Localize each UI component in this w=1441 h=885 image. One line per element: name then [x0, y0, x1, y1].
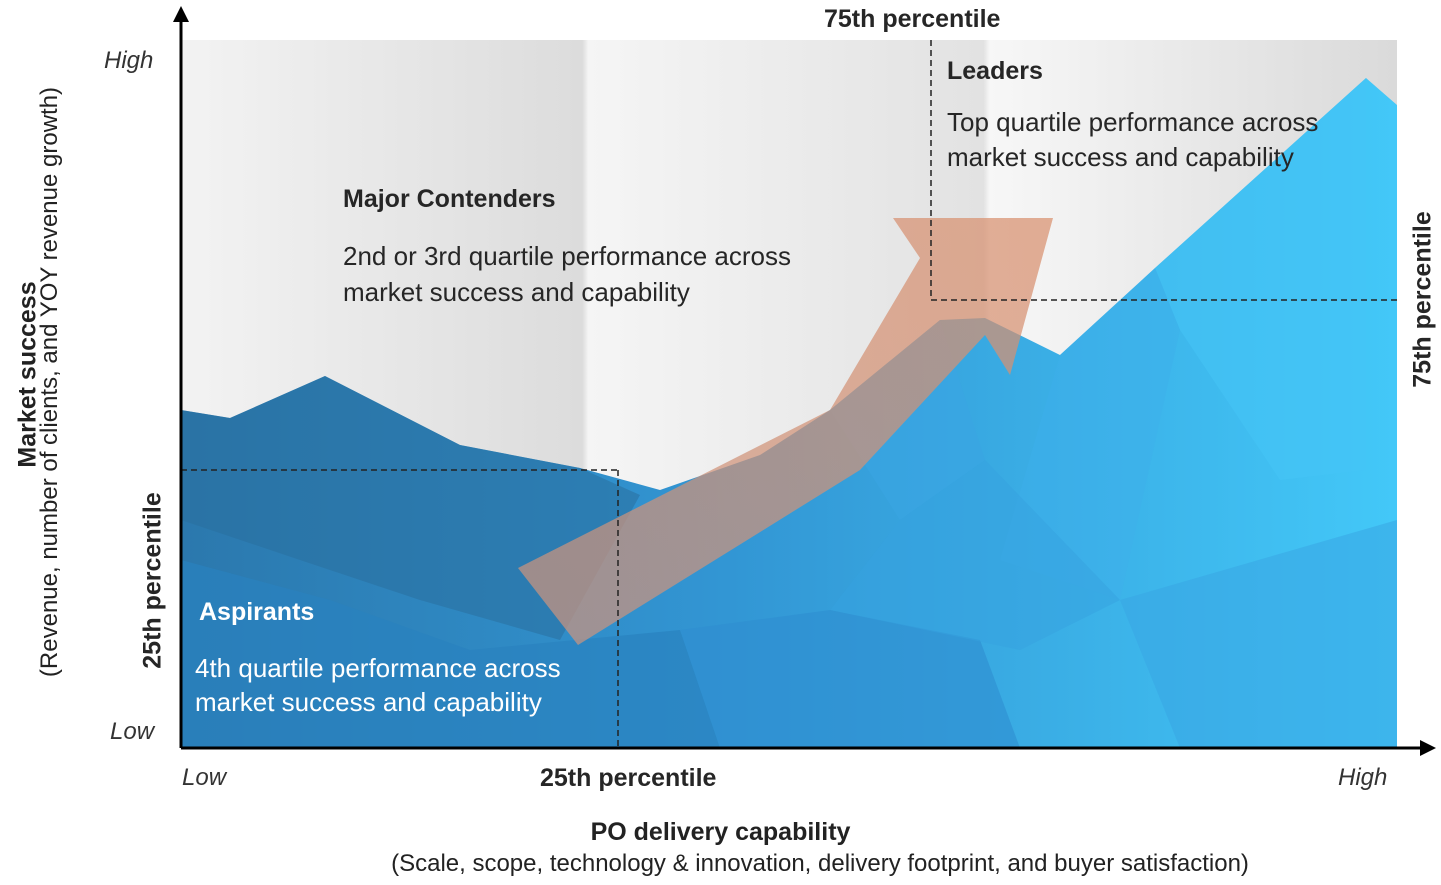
y-axis-low-label: Low — [110, 718, 155, 745]
y-axis-subtitle: (Revenue, number of clients, and YOY rev… — [36, 86, 63, 678]
major-contenders-desc-line2: market success and capability — [343, 277, 690, 307]
x-axis-arrowhead — [1420, 740, 1436, 756]
x-axis-high-label: High — [1338, 764, 1388, 791]
mountain-facet-2 — [680, 610, 1020, 748]
major-contenders-desc-line1: 2nd or 3rd quartile performance across — [343, 241, 792, 271]
mountain-facet-6 — [1120, 520, 1397, 748]
aspirants-desc-line2: market success and capability — [195, 687, 542, 717]
x-25-percentile-label: 25th percentile — [540, 764, 717, 792]
mountain-facet-4 — [1155, 78, 1366, 480]
mountain-facet-5 — [1000, 268, 1180, 600]
x-axis-subtitle: (Scale, scope, technology & innovation, … — [391, 850, 1249, 877]
leaders-desc-line2: market success and capability — [947, 142, 1294, 172]
leaders-title: Leaders — [947, 57, 1043, 85]
major-contenders-title: Major Contenders — [343, 185, 556, 213]
mountain-facet-7 — [830, 460, 1120, 650]
mountain-facet-1 — [181, 560, 720, 748]
y-axis-arrowhead — [173, 6, 189, 22]
y-75-percentile-label: 75th percentile — [1408, 211, 1437, 388]
leaders-desc-line1: Top quartile performance across — [947, 107, 1319, 137]
y-axis-high-label: High — [104, 47, 154, 74]
x-axis-title: PO delivery capability — [590, 818, 851, 846]
y-25-percentile-label: 25th percentile — [138, 492, 167, 669]
aspirants-title: Aspirants — [199, 598, 315, 626]
growth-arrow — [518, 218, 1053, 645]
x-axis-low-label: Low — [182, 764, 227, 791]
aspirants-desc-line1: 4th quartile performance across — [195, 653, 561, 683]
x-75-percentile-label: 75th percentile — [824, 5, 1001, 33]
